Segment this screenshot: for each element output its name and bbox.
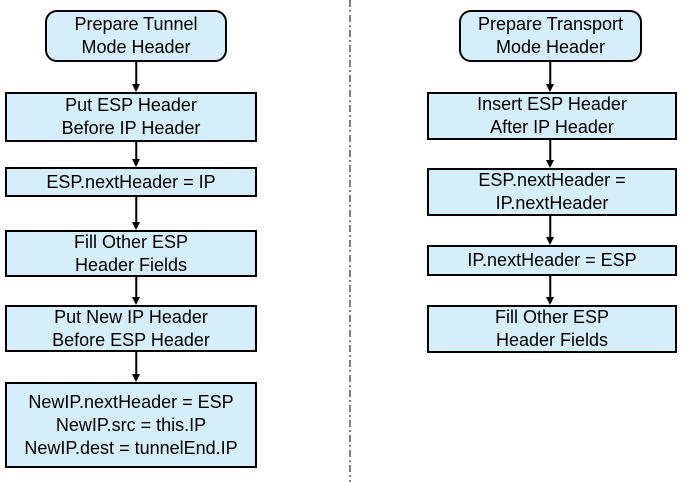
flow-arrow-down bbox=[544, 140, 556, 168]
node-put-new-ip-header-before-esp-header: Put New IP Header Before ESP Header bbox=[5, 305, 257, 352]
column-divider-dashed-line bbox=[349, 0, 351, 482]
flow-arrow-down bbox=[130, 62, 142, 92]
node-prepare-transport-mode-header: Prepare Transport Mode Header bbox=[459, 10, 642, 62]
flow-arrow-down bbox=[544, 62, 556, 92]
node-ip-nextheader-equals-esp: IP.nextHeader = ESP bbox=[427, 245, 677, 276]
node-fill-other-esp-header-fields-tunnel: Fill Other ESP Header Fields bbox=[5, 230, 257, 277]
node-newip-field-assignments: NewIP.nextHeader = ESP NewIP.src = this.… bbox=[5, 382, 257, 468]
flow-arrow-down bbox=[130, 197, 142, 230]
node-fill-other-esp-header-fields-transport: Fill Other ESP Header Fields bbox=[427, 305, 677, 353]
flow-arrow-down bbox=[130, 277, 142, 305]
flow-arrow-down bbox=[544, 216, 556, 245]
node-put-esp-header-before-ip-header: Put ESP Header Before IP Header bbox=[5, 92, 257, 142]
node-prepare-tunnel-mode-header: Prepare Tunnel Mode Header bbox=[45, 10, 227, 62]
flow-arrow-down bbox=[544, 276, 556, 305]
flow-arrow-down bbox=[130, 352, 142, 382]
node-insert-esp-header-after-ip-header: Insert ESP Header After IP Header bbox=[427, 92, 677, 140]
node-esp-nextheader-equals-ip-nextheader: ESP.nextHeader = IP.nextHeader bbox=[427, 168, 677, 216]
flow-arrow-down bbox=[130, 142, 142, 167]
node-esp-nextheader-equals-ip: ESP.nextHeader = IP bbox=[5, 167, 257, 197]
